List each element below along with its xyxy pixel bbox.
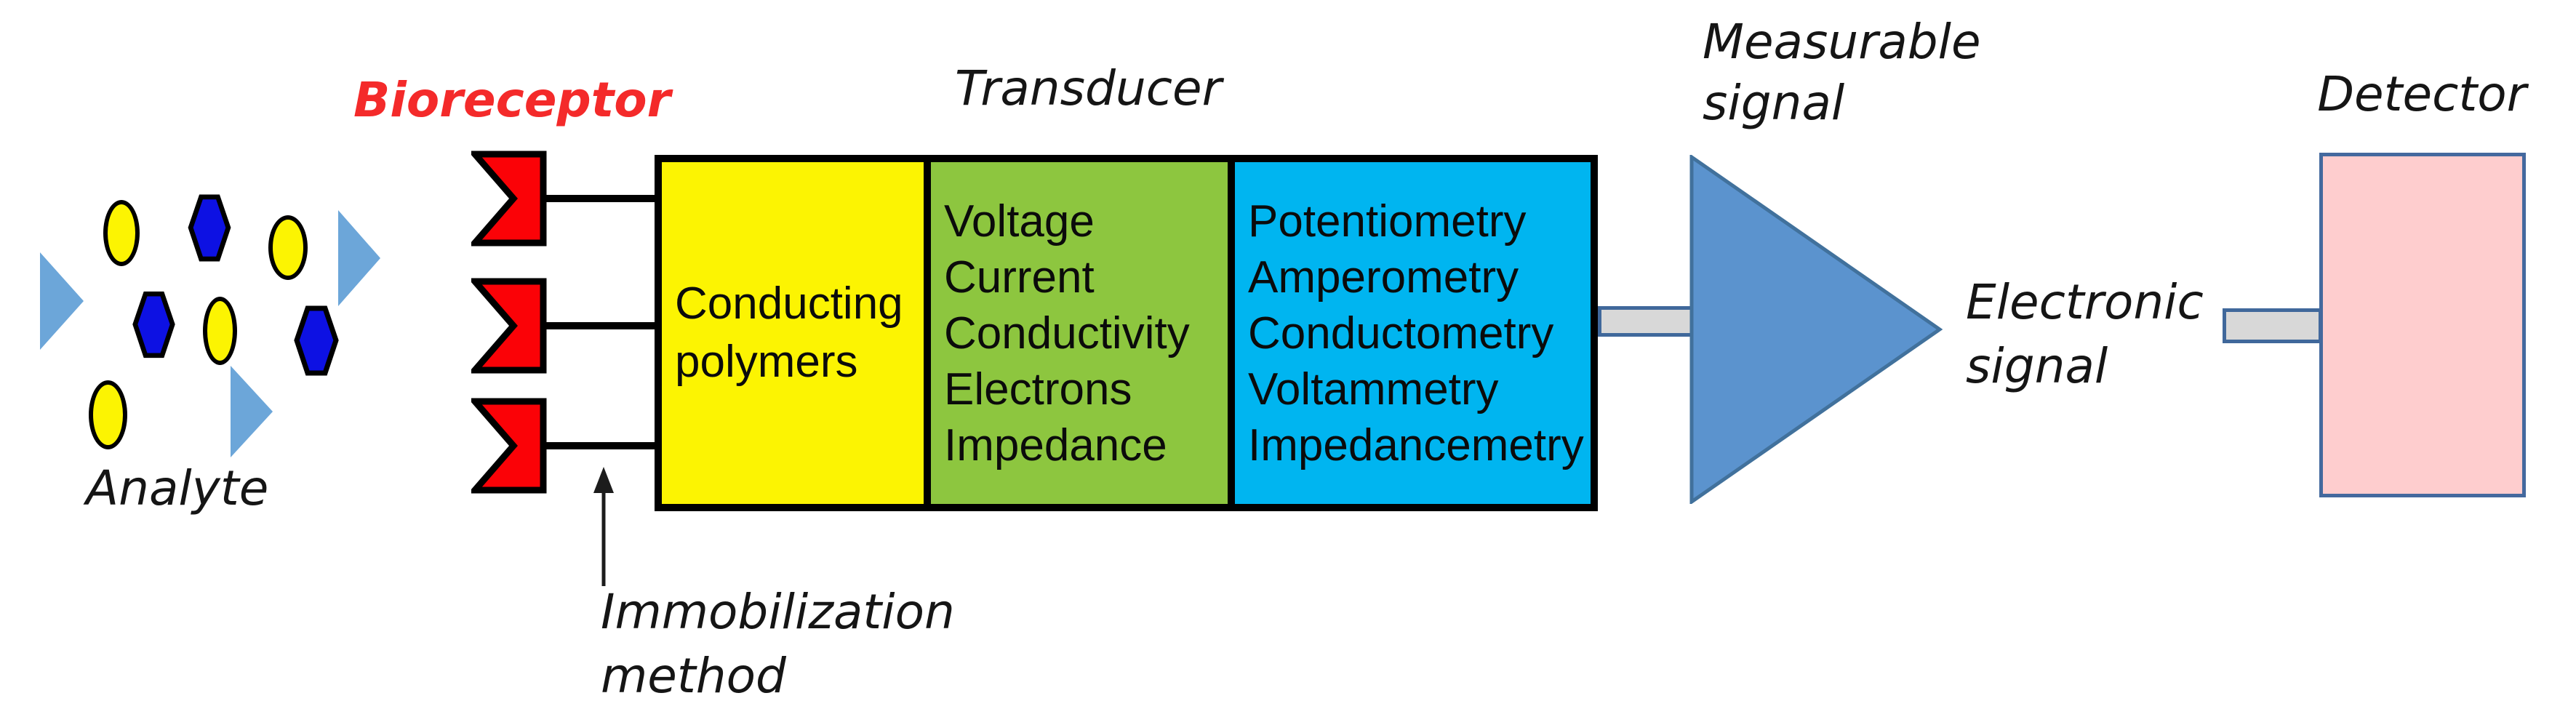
measurable-signal-line: signal <box>1703 75 1845 131</box>
section-text-line: Amperometry <box>1248 252 1519 303</box>
bioreceptor-icon <box>471 151 547 247</box>
receptor-wire <box>542 195 658 202</box>
immobilization-label-line: method <box>601 648 786 701</box>
bioreceptor-icon <box>471 278 547 374</box>
receptor-shape <box>471 278 547 374</box>
analyte-triangle-icon <box>40 252 84 350</box>
electronic-signal-line: signal <box>1966 338 2108 394</box>
analyte-hexagon-icon <box>132 291 175 358</box>
section-text-line: Current <box>944 252 1095 303</box>
hexagon-shape <box>132 291 175 358</box>
triangle-shape <box>338 210 380 306</box>
analyte-hexagon-icon <box>294 305 339 376</box>
measurable-signal-label: Measurable signal <box>1703 12 1981 134</box>
arrow-head <box>593 467 614 493</box>
signal-connector-bar <box>1598 306 1694 337</box>
detector-label: Detector <box>2317 66 2527 122</box>
hexagon-shape <box>294 305 339 376</box>
section-text-line: Conducting <box>675 279 903 329</box>
section-text-line: Impedance <box>944 420 1167 470</box>
analyte-label: Analyte <box>86 460 269 516</box>
bioreceptor-label: Bioreceptor <box>353 72 671 128</box>
section-text-line: Potentiometry <box>1248 196 1527 247</box>
section-text-line: Voltammetry <box>1248 364 1499 414</box>
triangle-shape <box>231 366 273 457</box>
big-triangle-shape <box>1689 155 1943 504</box>
detector-box <box>2319 153 2526 497</box>
receptor-shape <box>471 151 547 247</box>
analyte-hexagon-icon <box>188 194 231 262</box>
measurable-signal-triangle-icon <box>1689 155 1943 504</box>
analyte-ellipse-icon <box>89 380 127 449</box>
analyte-triangle-icon <box>338 210 380 306</box>
bioreceptor-icon <box>471 398 547 494</box>
receptor-wire <box>542 322 658 329</box>
conducting-polymers-section: Conducting polymers <box>662 162 924 504</box>
measurable-signal-line: Measurable <box>1703 14 1981 70</box>
signal-connector-bar <box>2223 308 2322 343</box>
immobilization-arrow-icon <box>593 467 614 586</box>
hexagon-shape <box>188 194 231 262</box>
section-text-line: Conductivity <box>944 308 1190 358</box>
section-text-line: Electrons <box>944 364 1132 414</box>
electronic-signal-line: Electronic <box>1966 274 2204 330</box>
analyte-triangle-icon <box>231 366 273 457</box>
analyte-ellipse-icon <box>203 297 237 365</box>
section-text-line: Conductometry <box>1248 308 1554 358</box>
triangle-shape <box>40 252 84 350</box>
receptor-wire <box>542 442 658 449</box>
section-text-line: Voltage <box>944 196 1095 247</box>
analyte-ellipse-icon <box>103 200 140 266</box>
immobilization-label: Immobilization method <box>601 580 955 701</box>
section-text-line: polymers <box>675 337 858 387</box>
measured-quantities-section: Voltage Current Conductivity Electrons I… <box>931 162 1228 504</box>
transducer-label: Transducer <box>955 60 1222 116</box>
analyte-ellipse-icon <box>268 215 308 280</box>
measurement-methods-section: Potentiometry Amperometry Conductometry … <box>1235 162 1591 504</box>
electronic-signal-label: Electronic signal <box>1966 271 2204 398</box>
receptor-shape <box>471 398 547 494</box>
immobilization-label-line: Immobilization <box>601 584 955 640</box>
section-text-line: Impedancemetry <box>1248 420 1584 470</box>
transducer-box: Conducting polymers Voltage Current Cond… <box>655 155 1598 511</box>
